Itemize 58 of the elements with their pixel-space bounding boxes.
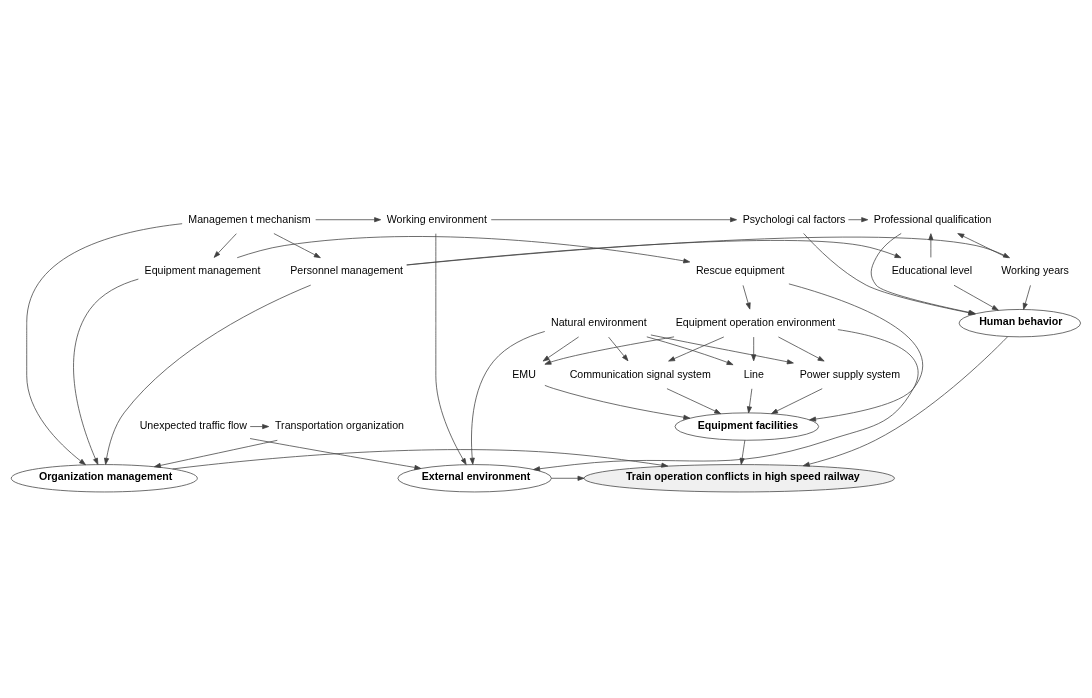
node-text: Working years: [1001, 264, 1069, 277]
arrow: [928, 233, 934, 258]
node-text: Transportation organization: [275, 419, 404, 432]
arrow: [273, 233, 321, 259]
arrow: [104, 284, 312, 465]
arrow: [668, 336, 725, 362]
arrow: [544, 336, 675, 365]
arrow: [533, 329, 919, 472]
arrow: [73, 278, 139, 465]
arrow: [742, 285, 751, 310]
node-text: Communication signal system: [569, 367, 711, 380]
arrow: [542, 336, 579, 362]
arrow: [666, 388, 722, 415]
arrow: [249, 424, 270, 430]
node-text: Equipment management: [144, 264, 261, 277]
arrow: [803, 233, 976, 316]
arrow: [490, 217, 737, 223]
arrow: [172, 449, 669, 470]
arrow: [739, 439, 746, 465]
arrow: [435, 233, 467, 465]
node-text: Natural environment: [551, 315, 647, 328]
node-text: Managemen t mechanism: [188, 212, 311, 225]
arrow: [26, 223, 183, 466]
arrow: [802, 336, 1008, 467]
arrow: [469, 331, 546, 465]
arrow: [544, 385, 691, 420]
node-text: Working environment: [386, 212, 487, 225]
node-text: Psychologi cal factors: [742, 212, 846, 225]
node-text: Personnel management: [290, 264, 404, 277]
arrow: [154, 439, 278, 468]
arrow: [315, 217, 382, 223]
arrow: [778, 336, 825, 362]
arrow: [646, 336, 734, 366]
node-text: Unexpected traffic flow: [139, 419, 247, 432]
arrow: [236, 236, 691, 264]
node-text: Rescue equipment: [695, 264, 785, 277]
node-text: Equipment operation environment: [675, 315, 836, 328]
node-text: Line: [743, 367, 764, 380]
arrow: [249, 438, 422, 470]
node-text: Power supply system: [799, 367, 901, 380]
node-text: Professional qualification: [873, 212, 992, 225]
arrow: [1022, 285, 1031, 310]
arrow: [751, 336, 757, 362]
arrow: [746, 388, 753, 414]
arrow: [213, 233, 237, 258]
arrow: [788, 283, 924, 422]
arrow: [608, 336, 629, 362]
arrow: [551, 475, 585, 481]
arrow: [848, 217, 869, 223]
arrow: [870, 233, 976, 315]
arrow: [650, 334, 794, 365]
arrow: [406, 236, 1010, 266]
node-text: EMU: [512, 367, 536, 380]
arrow: [406, 240, 902, 266]
arrow: [957, 233, 1008, 259]
arrow: [953, 284, 999, 311]
arrow: [771, 388, 823, 415]
node-text: Educational level: [891, 264, 973, 277]
